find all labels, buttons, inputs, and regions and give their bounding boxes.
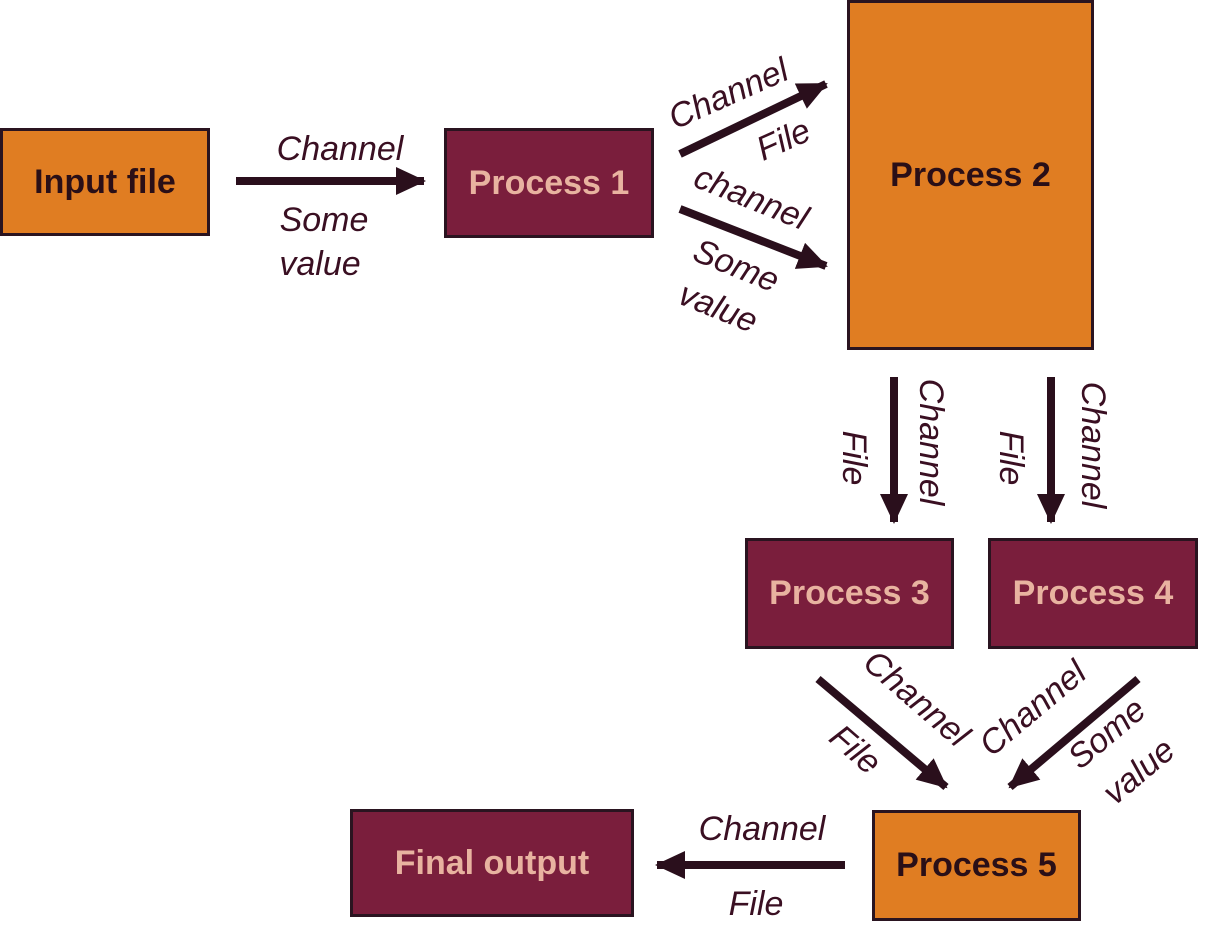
node-final-output: Final output xyxy=(350,809,634,917)
edge-p1-to-p2-lower xyxy=(678,205,828,270)
node-process-2-label: Process 2 xyxy=(890,155,1051,194)
node-process-3-label: Process 3 xyxy=(769,574,930,612)
edge-p1-to-p2-upper-bottom-label: File xyxy=(751,111,817,168)
edge-p3-to-p5 xyxy=(815,675,949,791)
edge-p5-to-final-bottom-label: File xyxy=(729,885,784,923)
node-final-output-label: Final output xyxy=(394,843,590,882)
node-input-file: Input file xyxy=(0,128,210,236)
edge-input-to-p1-top-label: Channel xyxy=(277,130,405,168)
node-process-3: Process 3 xyxy=(745,538,954,649)
edge-p2-to-p4-right-label: Channel xyxy=(1074,382,1112,510)
node-process-1-label: Process 1 xyxy=(468,163,630,202)
node-process-4: Process 4 xyxy=(988,538,1198,649)
edge-p1-to-p2-lower-top-label: channel xyxy=(689,158,815,238)
node-process-5-label: Process 5 xyxy=(896,846,1057,884)
node-process-4-label: Process 4 xyxy=(1012,574,1174,612)
edge-p2-to-p4-left-label: File xyxy=(992,431,1030,486)
edge-p2-to-p3-right-label: Channel xyxy=(912,379,950,507)
node-process-5: Process 5 xyxy=(872,810,1081,921)
edge-input-to-p1-bottom-label-1: Some xyxy=(280,201,369,239)
node-process-1: Process 1 xyxy=(444,128,654,238)
edge-input-to-p1-bottom-label-2: value xyxy=(279,245,360,283)
edge-p3-to-p5-top-label: Channel xyxy=(856,643,978,756)
edge-p5-to-final-top-label: Channel xyxy=(699,810,827,848)
node-input-file-label: Input file xyxy=(34,162,176,201)
edge-p4-to-p5 xyxy=(1007,675,1141,791)
node-process-2: Process 2 xyxy=(847,0,1094,350)
edge-p2-to-p3-left-label: File xyxy=(835,431,873,486)
edge-p1-to-p2-upper xyxy=(678,80,828,158)
